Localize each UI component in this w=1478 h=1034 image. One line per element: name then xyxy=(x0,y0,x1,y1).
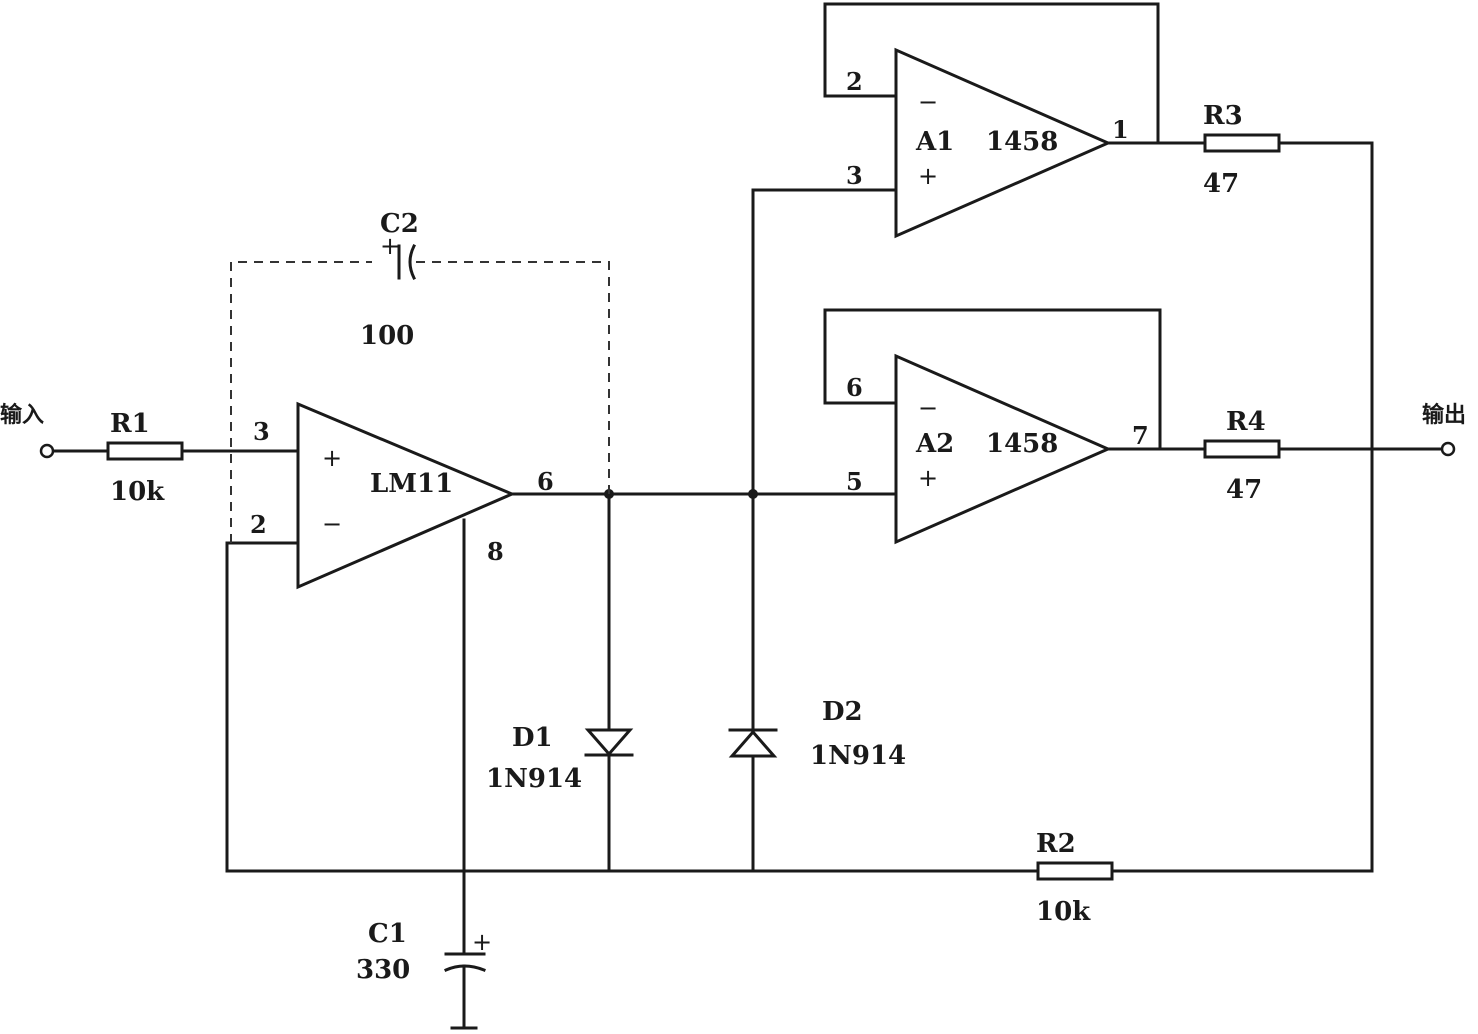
a2-minus-sign: − xyxy=(918,394,938,422)
a1-pin-plus: 3 xyxy=(846,161,863,190)
a1-part: 1458 xyxy=(986,127,1058,157)
r2-ref: R2 xyxy=(1036,829,1076,859)
r4-ref: R4 xyxy=(1226,407,1266,437)
lm11-plus-sign: + xyxy=(322,444,342,472)
a2-ref: A2 xyxy=(915,429,954,459)
c1-value: 330 xyxy=(356,955,410,985)
c1-ref: C1 xyxy=(368,919,407,949)
c2-dashed-path xyxy=(230,261,372,543)
r2-value: 10k xyxy=(1036,897,1091,927)
diode-d1 xyxy=(584,728,634,757)
r3-value: 47 xyxy=(1203,169,1239,199)
a2-pin-minus: 6 xyxy=(846,373,863,402)
c2-dashed-path xyxy=(416,261,610,494)
capacitor-c2-curved-plate xyxy=(408,243,417,281)
a1-plus-sign: + xyxy=(918,162,938,190)
lm11-label: LM11 xyxy=(370,469,453,499)
r3-ref: R3 xyxy=(1203,101,1243,131)
c2-value: 100 xyxy=(360,321,414,351)
d2-value: 1N914 xyxy=(810,741,906,771)
lm11-pin-minus: 2 xyxy=(250,510,267,539)
capacitor-c1-polarity: + xyxy=(472,928,492,956)
op-amp-a2 xyxy=(894,353,1112,545)
resistor-r4 xyxy=(1203,439,1281,459)
a1-ref: A1 xyxy=(915,127,954,157)
junction-dot xyxy=(748,489,758,499)
lm11-minus-sign: − xyxy=(322,510,342,538)
capacitor-c1-curved-plate xyxy=(444,964,486,972)
a2-plus-sign: + xyxy=(918,464,938,492)
wire-d2-a1-plus xyxy=(751,188,898,730)
lm11-pin-out: 6 xyxy=(537,467,554,496)
c2-ref: C2 xyxy=(380,209,419,239)
r1-value: 10k xyxy=(110,477,165,507)
op-amp-lm11 xyxy=(296,401,516,590)
wire-a2-feedback xyxy=(823,308,1162,451)
lm11-pin-comp: 8 xyxy=(487,537,504,566)
d2-ref: D2 xyxy=(822,697,863,727)
resistor-r1 xyxy=(106,441,184,461)
wires xyxy=(51,2,1444,1030)
resistor-r3 xyxy=(1203,133,1281,153)
a2-part: 1458 xyxy=(986,429,1058,459)
input-label: 输入 xyxy=(0,402,44,428)
d1-ref: D1 xyxy=(512,723,553,753)
a2-pin-plus: 5 xyxy=(846,467,863,496)
d1-value: 1N914 xyxy=(486,764,582,794)
a2-pin-out: 7 xyxy=(1132,421,1149,450)
a1-pin-minus: 2 xyxy=(846,67,863,96)
diode-d2 xyxy=(728,729,778,758)
a1-pin-out: 1 xyxy=(1112,115,1129,144)
op-amp-a1 xyxy=(894,47,1112,239)
resistor-r2 xyxy=(1036,861,1114,881)
r4-value: 47 xyxy=(1226,475,1262,505)
a1-minus-sign: − xyxy=(918,88,938,116)
capacitor-c2-polarity: + xyxy=(380,232,400,260)
lm11-pin-plus: 3 xyxy=(253,417,270,446)
input-terminal xyxy=(39,443,55,459)
r1-ref: R1 xyxy=(110,409,150,439)
wire-lm11-minus-feedback xyxy=(225,541,300,873)
output-label: 输出 xyxy=(1422,402,1466,428)
wire-a1-feedback xyxy=(823,2,1160,145)
output-terminal xyxy=(1440,441,1456,457)
